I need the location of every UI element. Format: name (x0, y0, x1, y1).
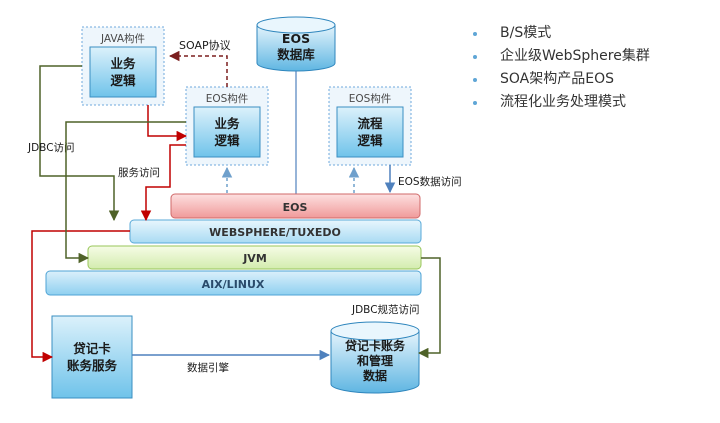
eos-logic-line1: 业务 (214, 116, 240, 131)
eos-logic-box[interactable] (193, 106, 261, 158)
service-access-arrow (147, 105, 188, 142)
layer-websphere-label: WEBSPHERE/TUXEDO (209, 226, 341, 239)
credit-db-line1: 贷记卡账务 (345, 338, 406, 353)
java-group-label: JAVA构件 (100, 32, 145, 45)
layer-jvm-label: JVM (242, 252, 267, 265)
jdbc-spec-label: JDBC规范访问 (351, 303, 420, 316)
credit-db-line3: 数据 (363, 368, 387, 383)
feature-text: SOA架构产品EOS (500, 71, 614, 87)
eos-database-cylinder[interactable] (256, 16, 336, 72)
java-logic-box[interactable] (89, 46, 157, 98)
flow-logic-line1: 流程 (357, 116, 383, 131)
bullet-dot-icon (473, 32, 477, 36)
layer-aix[interactable] (45, 270, 422, 296)
eos-data-access-label: EOS数据访问 (398, 175, 462, 188)
layer-aix-label: AIX/LINUX (202, 278, 265, 291)
credit-db-line2: 和管理 (356, 353, 393, 368)
bullet-dot-icon (473, 78, 477, 82)
eos-component2-label: EOS构件 (349, 92, 392, 105)
feature-item: 流程化业务处理模式 (470, 91, 650, 114)
layer-eos-label: EOS (283, 201, 308, 214)
feature-text: B/S模式 (500, 25, 552, 41)
feature-list: B/S模式 企业级WebSphere集群 SOA架构产品EOS 流程化业务处理模… (470, 22, 650, 114)
flow-logic-box[interactable] (336, 106, 404, 158)
eos-db-line1: EOS (282, 31, 310, 46)
flow-logic-line2: 逻辑 (357, 133, 383, 148)
feature-item: SOA架构产品EOS (470, 68, 650, 91)
bullet-dot-icon (473, 101, 477, 105)
jdbc-spec-arrow (417, 257, 441, 359)
soap-label: SOAP协议 (179, 38, 231, 52)
jdbc-java-arrow (39, 65, 120, 222)
data-ref-label: 数据引擎 (187, 361, 229, 374)
credit-service-line1: 贷记卡 (73, 341, 111, 356)
layer-eos[interactable] (170, 193, 421, 219)
bullet-dot-icon (473, 55, 477, 59)
java-logic-line2: 逻辑 (110, 73, 136, 88)
feature-text: 企业级WebSphere集群 (500, 48, 650, 64)
feature-item: B/S模式 (470, 22, 650, 45)
java-logic-line1: 业务 (110, 56, 136, 71)
eos-to-websphere-arrow (140, 144, 186, 222)
websphere-to-credit-arrow (31, 230, 130, 363)
jdbc-eos-arrow (65, 121, 186, 264)
feature-item: 企业级WebSphere集群 (470, 45, 650, 68)
credit-service-box[interactable] (51, 315, 133, 399)
credit-service-line2: 账务服务 (67, 358, 118, 373)
feature-text: 流程化业务处理模式 (500, 94, 626, 110)
soap-arrow (168, 50, 228, 87)
eos-component1-label: EOS构件 (206, 92, 249, 105)
credit-database-cylinder[interactable] (330, 321, 420, 394)
jdbc-access-label: JDBC访问 (27, 141, 75, 154)
eos-logic-line2: 逻辑 (214, 133, 240, 148)
eos-db-line2: 数据库 (276, 47, 315, 62)
service-access-label: 服务访问 (118, 166, 160, 179)
